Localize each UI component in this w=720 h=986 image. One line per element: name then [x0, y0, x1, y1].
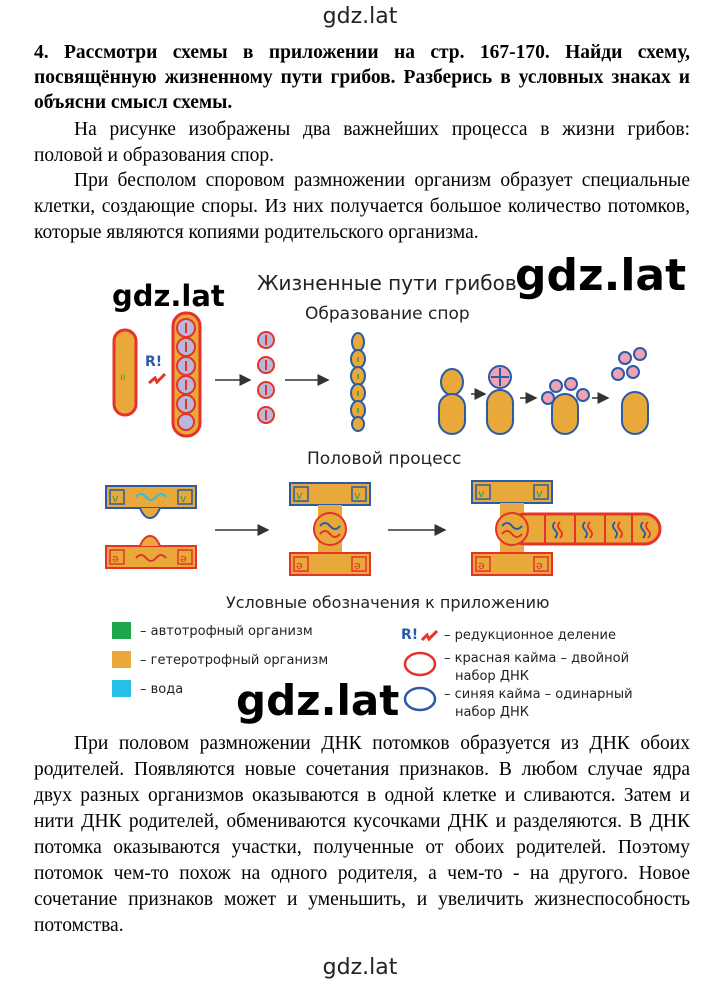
legend-blue-border-2: набор ДНК — [455, 705, 529, 720]
sexual-stage-3: v v ə ə — [471, 480, 662, 576]
sexual-stage-2: v v ə ə — [289, 482, 371, 576]
autotroph-swatch — [112, 622, 131, 639]
legend-title: Условные обозначения к приложению — [226, 593, 549, 612]
section-sexual-process: Половой процесс — [307, 449, 461, 469]
legend-red-border-2: набор ДНК — [455, 669, 529, 684]
svg-text:v: v — [354, 489, 361, 502]
svg-text:ə: ə — [536, 559, 543, 572]
svg-text:ıı: ıı — [120, 372, 126, 383]
reduction-mark: R! — [145, 354, 162, 370]
svg-text:ə: ə — [296, 559, 303, 572]
watermark-top: gdz.lat — [322, 4, 398, 29]
legend-reduction-arrow-icon — [420, 629, 439, 642]
legend-heterotroph: – гетеротрофный организм — [140, 653, 328, 668]
fungi-life-cycle-diagram: Жизненные пути грибов Образование спор ı… — [105, 271, 662, 720]
paragraph-2: При бесполом споровом размножении органи… — [34, 170, 690, 243]
legend-blue-border-1: – синяя кайма – одинарный — [444, 687, 633, 702]
sexual-stage-1: v v ə ə — [105, 485, 197, 569]
svg-text:v: v — [296, 489, 303, 502]
reduction-arrow-icon — [148, 372, 167, 385]
water-swatch — [112, 680, 131, 697]
watermark-diagram-center: gdz.lat — [236, 676, 400, 725]
svg-text:v: v — [536, 487, 543, 500]
watermark-diagram-left: gdz.lat — [112, 279, 225, 313]
svg-text:v: v — [478, 487, 485, 500]
sporangium — [171, 311, 202, 438]
paragraph-3: При половом размножении ДНК потомков обр… — [34, 733, 690, 936]
blue-ring-icon — [403, 686, 437, 712]
section-spore-formation: Образование спор — [305, 304, 470, 324]
task-heading: 4. Рассмотри схемы в приложении на стр. … — [34, 42, 690, 113]
diagram-title: Жизненные пути грибов — [257, 271, 517, 295]
legend-reduction: – редукционное деление — [444, 628, 616, 643]
legend-autotroph: – автотрофный организм — [140, 624, 313, 639]
legend-red-border-1: – красная кайма – двойной — [444, 651, 629, 666]
watermark-bottom: gdz.lat — [322, 955, 398, 980]
svg-text:ə: ə — [478, 559, 485, 572]
released-spores — [257, 331, 275, 424]
svg-text:v: v — [180, 492, 187, 505]
svg-text:ə: ə — [112, 552, 119, 565]
watermark-diagram-right: gdz.lat — [515, 250, 687, 301]
heterotroph-swatch — [112, 651, 131, 668]
budding-sequence — [438, 347, 649, 435]
legend-water: – вода — [140, 682, 183, 697]
parent-organism: ıı — [112, 328, 138, 417]
paragraph-1: На рисунке изображены два важнейших проц… — [34, 119, 690, 166]
new-hypha — [350, 332, 366, 432]
legend-reduction-mark: R! — [401, 627, 418, 643]
svg-text:ə: ə — [180, 552, 187, 565]
svg-text:v: v — [112, 492, 119, 505]
svg-text:ə: ə — [354, 559, 361, 572]
red-ring-icon — [403, 651, 437, 677]
